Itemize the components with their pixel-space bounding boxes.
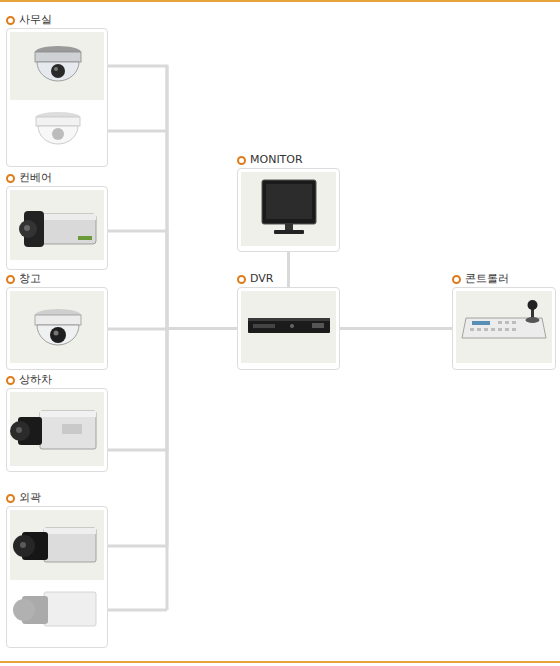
group-heading: 사무실 xyxy=(6,12,108,28)
bullet xyxy=(6,16,15,25)
camera-group: 사무실 xyxy=(6,12,108,167)
node-panel xyxy=(6,287,108,370)
heading-text: 상하차 xyxy=(19,373,52,387)
bullet xyxy=(6,275,15,284)
group-heading: MONITOR xyxy=(237,152,340,168)
dome-camera xyxy=(35,46,81,81)
heading-text: 창고 xyxy=(19,272,41,286)
cable-line xyxy=(108,66,237,329)
bullet xyxy=(6,494,15,503)
top-rule xyxy=(0,0,560,2)
group-heading: 외곽 xyxy=(6,490,108,506)
bullet xyxy=(237,275,246,284)
camera-group: 창고 xyxy=(6,271,108,370)
camera-group: 콘트롤러 xyxy=(452,271,556,370)
image-ground xyxy=(10,32,552,580)
node-panel xyxy=(237,168,340,252)
heading-text: MONITOR xyxy=(250,153,303,167)
cable-line xyxy=(108,231,237,329)
dome-camera xyxy=(36,112,80,144)
camera-group: MONITOR xyxy=(237,152,340,252)
dvr-unit xyxy=(248,318,330,333)
heading-text: 컨베어 xyxy=(19,171,52,185)
dome-camera xyxy=(35,309,81,345)
group-heading: 콘트롤러 xyxy=(452,271,556,287)
cable-line xyxy=(340,327,452,330)
node-panel xyxy=(6,186,108,270)
wire xyxy=(108,66,167,610)
monitor xyxy=(262,180,316,234)
bullet xyxy=(452,275,461,284)
bullet xyxy=(6,376,15,385)
camera-group: 외곽 xyxy=(6,490,108,648)
group-heading: 창고 xyxy=(6,271,108,287)
group-heading: 컨베어 xyxy=(6,170,108,186)
camera-group: DVR xyxy=(237,271,340,370)
bottom-rule xyxy=(0,661,560,663)
heading-text: 외곽 xyxy=(19,491,41,505)
heading-text: 콘트롤러 xyxy=(465,272,509,286)
node-panel xyxy=(237,287,340,370)
zoom-camera xyxy=(19,211,96,247)
node-panel xyxy=(6,28,108,167)
camera-group: 컨베어 xyxy=(6,170,108,270)
group-heading: 상하차 xyxy=(6,372,108,388)
node-panel xyxy=(6,506,108,648)
node-panel xyxy=(6,388,108,472)
box-camera xyxy=(13,528,96,562)
bullet xyxy=(237,156,246,165)
controller-unit xyxy=(462,300,546,338)
box-camera xyxy=(13,592,96,626)
camera-group: 상하차 xyxy=(6,372,108,472)
bullet xyxy=(6,174,15,183)
cable-line xyxy=(108,329,237,547)
group-heading: DVR xyxy=(237,271,340,287)
heading-text: 사무실 xyxy=(19,13,52,27)
box-camera xyxy=(10,411,96,449)
cable-line xyxy=(108,329,237,451)
node-panel xyxy=(452,287,556,370)
cable-line xyxy=(287,252,290,287)
heading-text: DVR xyxy=(250,272,273,286)
